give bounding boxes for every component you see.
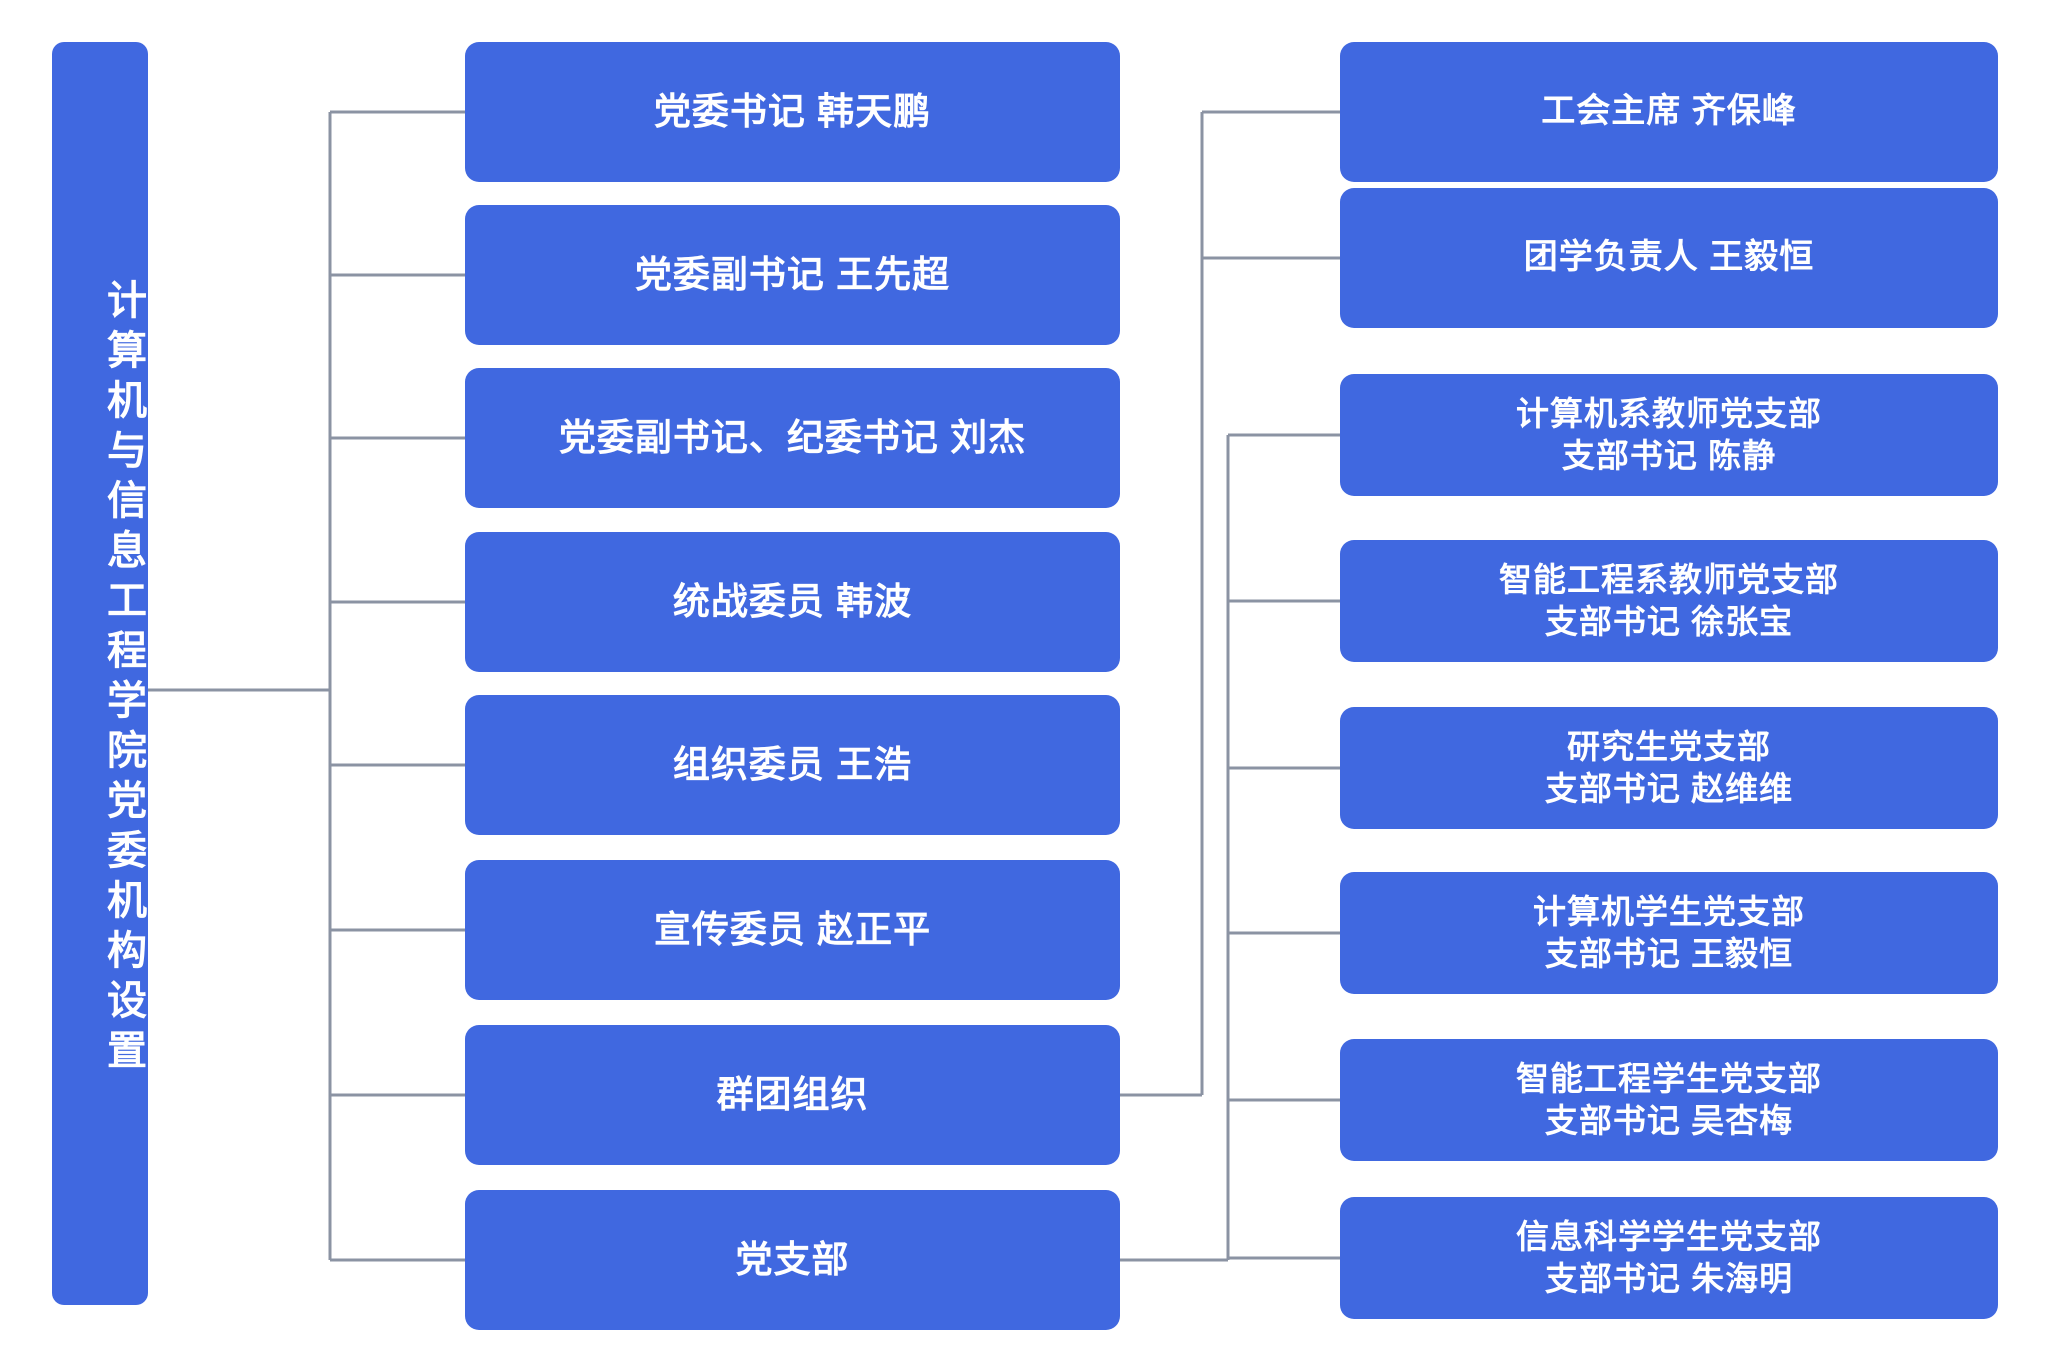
node-deputy-party-secretary[interactable]: 党委副书记 王先超 — [465, 205, 1120, 345]
node-label-line2: 支部书记 徐张宝 — [1544, 603, 1794, 640]
node-label: 工会主席 齐保峰 — [1541, 92, 1797, 131]
node-label-line2: 支部书记 吴杏梅 — [1544, 1102, 1794, 1139]
node-label: 宣传委员 赵正平 — [653, 909, 932, 951]
node-label: 团学负责人 王毅恒 — [1523, 238, 1815, 277]
node-youth-league-lead[interactable]: 团学负责人 王毅恒 — [1340, 188, 1998, 328]
node-label-line2: 支部书记 陈静 — [1561, 437, 1777, 474]
node-label: 组织委员 王浩 — [672, 744, 913, 786]
node-label: 党委书记 韩天鹏 — [653, 91, 932, 133]
node-branch-intelligent-eng-teachers[interactable]: 智能工程系教师党支部 支部书记 徐张宝 — [1340, 540, 1998, 662]
node-branch-cs-students[interactable]: 计算机学生党支部 支部书记 王毅恒 — [1340, 872, 1998, 994]
node-label: 统战委员 韩波 — [672, 581, 913, 623]
node-party-branches[interactable]: 党支部 — [465, 1190, 1120, 1330]
node-branch-info-science-students[interactable]: 信息科学学生党支部 支部书记 朱海明 — [1340, 1197, 1998, 1319]
node-branch-cs-teachers[interactable]: 计算机系教师党支部 支部书记 陈静 — [1340, 374, 1998, 496]
node-label-line1: 计算机系教师党支部 — [1516, 394, 1822, 432]
node-publicity-member[interactable]: 宣传委员 赵正平 — [465, 860, 1120, 1000]
node-label-line1: 研究生党支部 — [1567, 727, 1771, 765]
node-branch-intelligent-eng-students[interactable]: 智能工程学生党支部 支部书记 吴杏梅 — [1340, 1039, 1998, 1161]
node-union-chairman[interactable]: 工会主席 齐保峰 — [1340, 42, 1998, 182]
node-mass-organizations[interactable]: 群团组织 — [465, 1025, 1120, 1165]
node-label-line1: 计算机学生党支部 — [1533, 892, 1805, 930]
node-label: 党支部 — [735, 1239, 850, 1281]
node-label-line2: 支部书记 王毅恒 — [1544, 935, 1794, 972]
node-label-line1: 智能工程学生党支部 — [1516, 1059, 1822, 1097]
node-label-line1: 智能工程系教师党支部 — [1499, 560, 1839, 598]
node-label-line1: 信息科学学生党支部 — [1516, 1217, 1822, 1255]
node-organization-member[interactable]: 组织委员 王浩 — [465, 695, 1120, 835]
node-label: 党委副书记、纪委书记 刘杰 — [558, 417, 1027, 459]
node-label-line2: 支部书记 赵维维 — [1544, 770, 1794, 807]
node-branch-graduate-students[interactable]: 研究生党支部 支部书记 赵维维 — [1340, 707, 1998, 829]
node-label: 党委副书记 王先超 — [634, 254, 951, 296]
node-label-line2: 支部书记 朱海明 — [1544, 1260, 1794, 1297]
node-united-front-member[interactable]: 统战委员 韩波 — [465, 532, 1120, 672]
node-party-secretary[interactable]: 党委书记 韩天鹏 — [465, 42, 1120, 182]
node-label: 群团组织 — [716, 1074, 869, 1116]
node-deputy-secretary-discipline[interactable]: 党委副书记、纪委书记 刘杰 — [465, 368, 1120, 508]
root-node-college-party-committee[interactable]: 计算机与信息工程学院党委机构设置 — [52, 42, 148, 1305]
